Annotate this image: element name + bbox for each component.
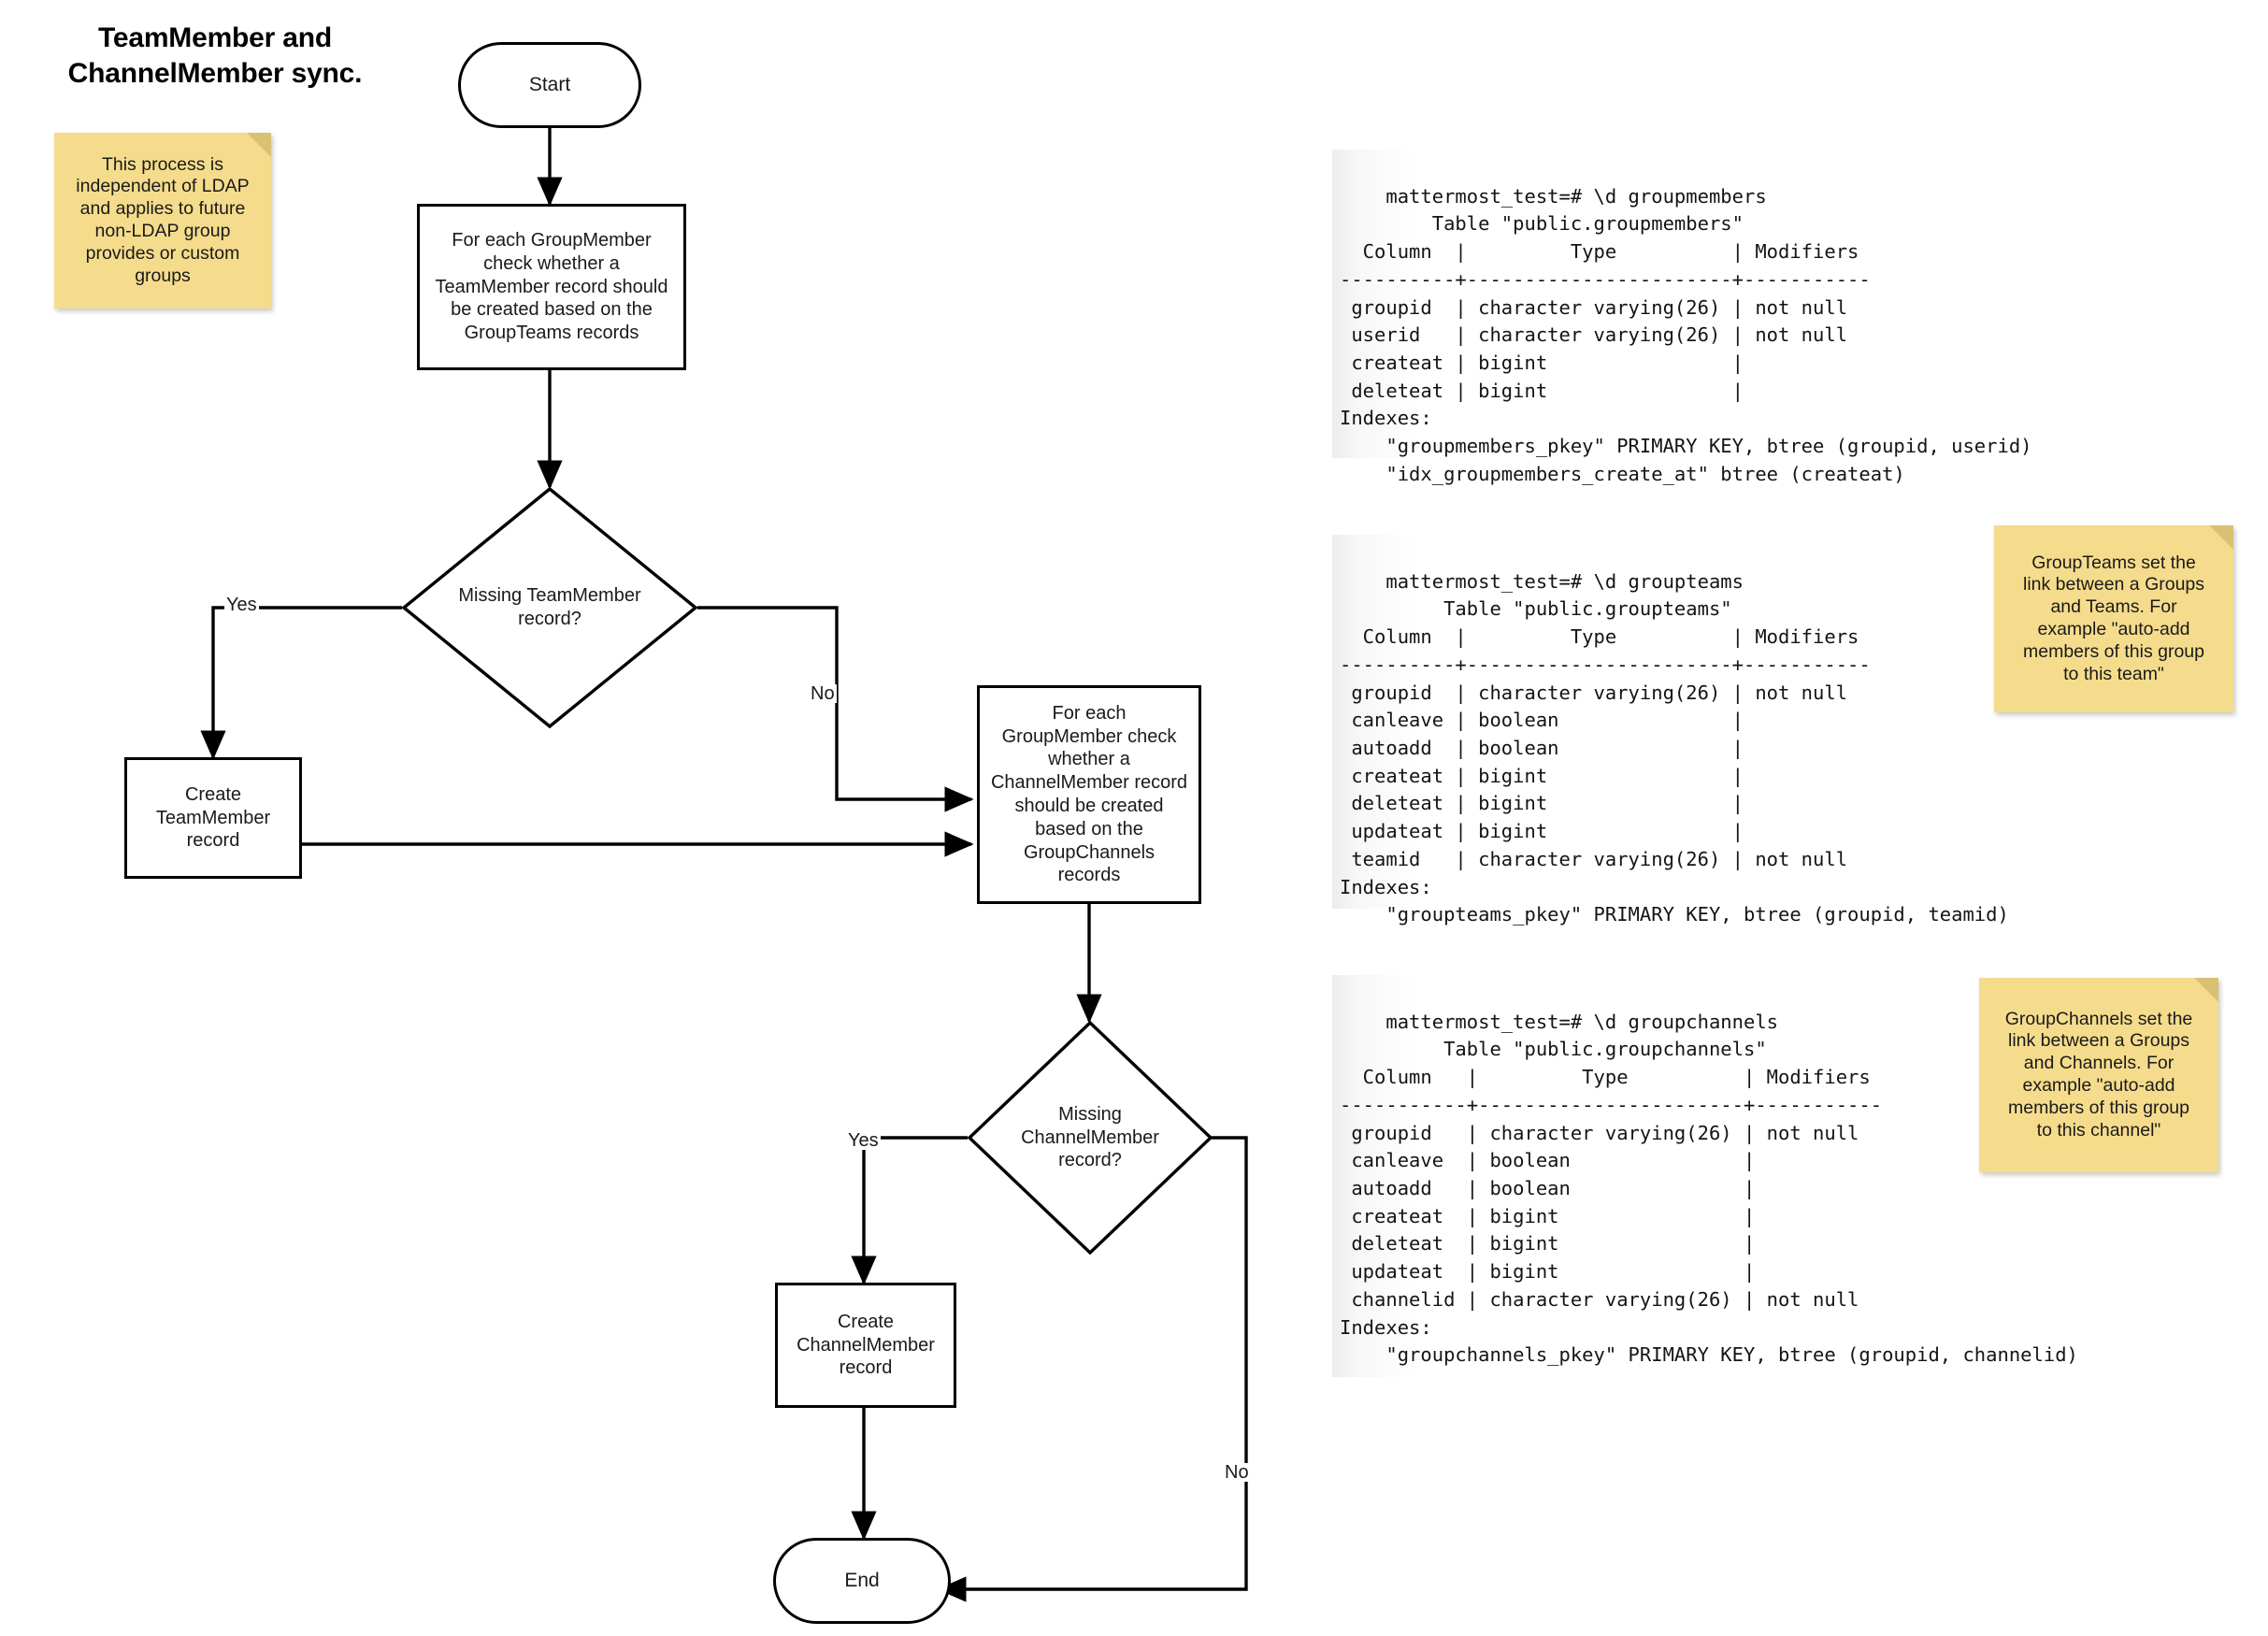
sticky-note-groupteams: GroupTeams set the link between a Groups… — [1994, 525, 2233, 712]
node-create-channelmember-label: Create ChannelMember record — [797, 1311, 935, 1379]
sticky-note-groupteams-text: GroupTeams set the link between a Groups… — [2022, 552, 2205, 684]
edge-label-no-teammember: No — [809, 683, 837, 704]
sticky-note-ldap: This process is independent of LDAP and … — [54, 133, 271, 309]
decision-diamond-shape — [401, 486, 698, 729]
terminal-groupmembers-text: mattermost_test=# \d groupmembers Table … — [1340, 184, 2032, 485]
sticky-note-groupchannels: GroupChannels set the link between a Gro… — [1979, 978, 2218, 1172]
decision-diamond-shape — [967, 1020, 1213, 1256]
sticky-note-ldap-text: This process is independent of LDAP and … — [76, 153, 250, 286]
node-decision-channelmember[interactable]: Missing ChannelMember record? — [967, 1020, 1213, 1256]
node-start[interactable]: Start — [458, 42, 641, 128]
edge-label-no-channelmember: No — [1223, 1462, 1251, 1483]
node-process-teammember[interactable]: For each GroupMember check whether a Tea… — [417, 204, 686, 370]
edge-label-yes-teammember: Yes — [224, 595, 259, 615]
node-start-label: Start — [528, 73, 571, 95]
node-create-teammember[interactable]: Create TeamMember record — [124, 757, 302, 879]
node-decision-teammember[interactable]: Missing TeamMember record? — [401, 486, 698, 729]
edge-label-yes-channelmember: Yes — [846, 1130, 881, 1151]
sticky-note-groupchannels-text: GroupChannels set the link between a Gro… — [2004, 1008, 2193, 1141]
edge-decision1-yes — [200, 606, 402, 760]
node-process-channelmember-label: For each GroupMember check whether a Cha… — [990, 702, 1188, 886]
node-create-teammember-label: Create TeamMember record — [155, 783, 271, 852]
page-title: TeamMember and ChannelMember sync. — [67, 22, 363, 90]
node-process-teammember-label: For each GroupMember check whether a Tea… — [435, 230, 668, 344]
node-create-channelmember[interactable]: Create ChannelMember record — [775, 1283, 956, 1408]
terminal-output-groupmembers: mattermost_test=# \d groupmembers Table … — [1332, 150, 2032, 485]
terminal-output-groupteams: mattermost_test=# \d groupteams Table "p… — [1332, 535, 2009, 926]
node-end-label: End — [844, 1569, 880, 1591]
node-end[interactable]: End — [773, 1538, 951, 1624]
terminal-output-groupchannels: mattermost_test=# \d groupchannels Table… — [1332, 975, 2078, 1377]
edge-decision2-yes — [851, 1136, 968, 1285]
terminal-groupchannels-text: mattermost_test=# \d groupchannels Table… — [1340, 1010, 2078, 1367]
note-fold-corner — [2209, 525, 2233, 550]
note-fold-corner — [2194, 978, 2218, 1002]
node-process-channelmember[interactable]: For each GroupMember check whether a Cha… — [977, 685, 1201, 904]
terminal-groupteams-text: mattermost_test=# \d groupteams Table "p… — [1340, 569, 2009, 926]
